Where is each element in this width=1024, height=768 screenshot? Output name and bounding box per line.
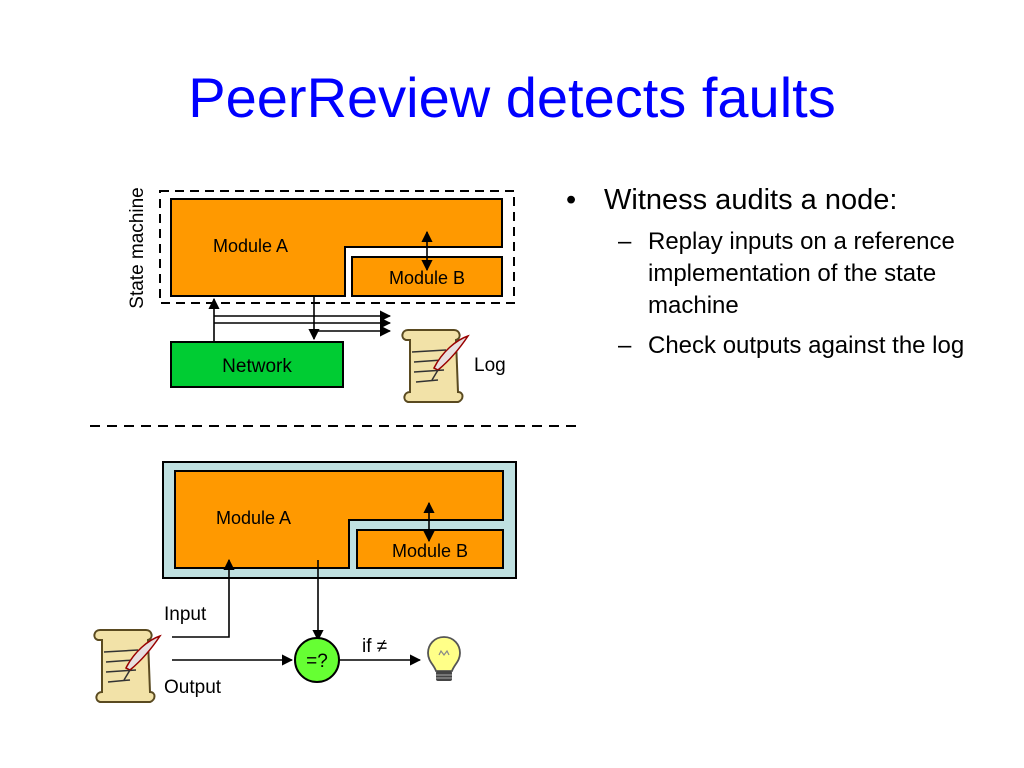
replay-module-a-shape bbox=[174, 470, 504, 569]
state-machine-label: State machine bbox=[127, 187, 148, 308]
output-label: Output bbox=[164, 677, 222, 698]
input-arrow bbox=[172, 558, 235, 638]
network-label: Network bbox=[222, 356, 292, 377]
input-label: Input bbox=[164, 604, 207, 625]
sub-bullet-dash: – bbox=[618, 228, 632, 255]
log-label: Log bbox=[474, 355, 506, 376]
network-box bbox=[170, 341, 344, 388]
state-machine-dashed-box bbox=[159, 190, 515, 304]
sub-bullet-text: Replay inputs on a reference implementat… bbox=[648, 228, 955, 319]
bullet-main-text: Witness audits a node: bbox=[604, 184, 898, 216]
if-not-equal-label: if ≠ bbox=[362, 636, 387, 657]
bullet-main: • Witness audits a node: bbox=[566, 180, 996, 220]
bullet-dot: • bbox=[566, 184, 577, 216]
lightbulb-icon bbox=[427, 636, 461, 681]
replay-module-a-label: Module A bbox=[216, 508, 291, 528]
replay-module-b-label: Module B bbox=[392, 541, 468, 561]
module-b-label: Module B bbox=[389, 268, 465, 288]
sub-bullet-dash: – bbox=[618, 332, 632, 359]
sub-bullet: – Check outputs against the log bbox=[566, 330, 996, 362]
compare-label: =? bbox=[306, 651, 328, 672]
bullet-list: • Witness audits a node: – Replay inputs… bbox=[566, 180, 996, 362]
scroll-icon bbox=[93, 629, 162, 703]
scroll-icon bbox=[401, 329, 470, 403]
sub-bullet-text: Check outputs against the log bbox=[648, 332, 965, 359]
module-a-shape bbox=[170, 198, 503, 297]
module-a-label: Module A bbox=[213, 236, 288, 256]
sub-bullet: – Replay inputs on a reference implement… bbox=[566, 226, 996, 322]
slide-title: PeerReview detects faults bbox=[188, 66, 836, 129]
